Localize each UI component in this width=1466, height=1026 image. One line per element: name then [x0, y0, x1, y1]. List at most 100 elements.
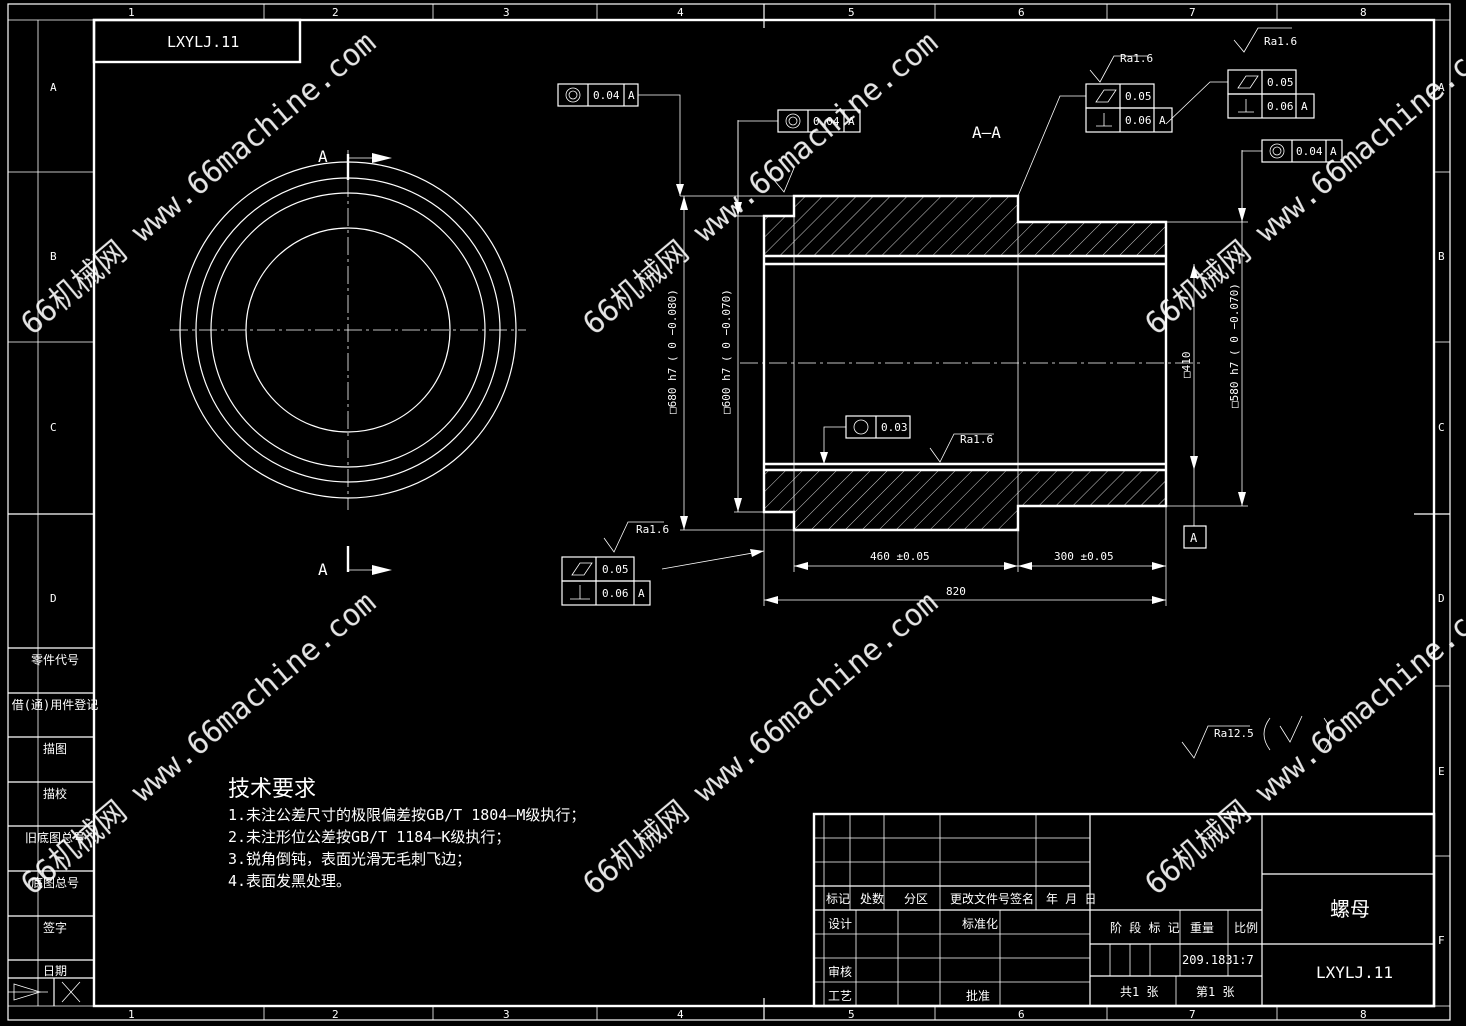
- roughness-icon: [1233, 27, 1292, 53]
- gdt-conc-tl-ref: A: [628, 89, 635, 102]
- side-tracing: 描图: [43, 742, 67, 756]
- tb-zone: 分区: [904, 892, 928, 906]
- dim-600-tol: ( 0 −0.070): [720, 289, 733, 362]
- circularity-icon: [853, 419, 869, 435]
- tech-note-4: 4.表面发黑处理。: [228, 872, 351, 890]
- flatness-icon: [571, 562, 593, 576]
- perpendicularity-icon: [1096, 113, 1112, 127]
- grid-bottom-4: 4: [677, 1008, 684, 1021]
- tb-scale-val: 1:7: [1232, 953, 1254, 967]
- tb-stage: 阶 段 标 记: [1110, 920, 1180, 935]
- gdt-perp-m-ref: A: [1159, 114, 1166, 127]
- grid-bottom-1: 1: [128, 1008, 135, 1021]
- dim-300: 300 ±0.05: [1054, 550, 1114, 563]
- hatch-bottom: [764, 470, 1166, 530]
- tb-date: 年 月 日: [1046, 892, 1096, 906]
- grid-left-d: D: [50, 592, 57, 605]
- side-date: 日期: [43, 964, 67, 978]
- side-trace-check: 描校: [43, 786, 67, 801]
- rough-r3: Ra1.6: [960, 433, 993, 446]
- rough-r2: Ra1.6: [1264, 35, 1297, 48]
- datum-a: A: [1183, 470, 1207, 549]
- side-old-base-no: 旧底图总号: [25, 830, 85, 845]
- side-table: [8, 647, 94, 1006]
- drawing-number-box: LXYLJ.11: [92, 18, 302, 64]
- section-title: A—A: [972, 123, 1001, 142]
- grid-bottom-7: 7: [1189, 1008, 1196, 1021]
- rough-r1: Ra1.6: [1120, 52, 1153, 65]
- datum-a-label: A: [1190, 531, 1198, 545]
- grid-top-6: 6: [1018, 6, 1025, 19]
- tb-design: 设计: [828, 917, 852, 931]
- tech-requirements: 技术要求 1.未注公差尺寸的极限偏差按GB/T 1804—M级执行； 2.未注形…: [228, 777, 585, 890]
- watermark-1: 66机械网 www.66machine.com: [15, 25, 383, 342]
- gdt-conc-tr: 0.04: [1296, 145, 1323, 158]
- gdt-perp-r-ref: A: [1301, 100, 1308, 113]
- tb-review: 审核: [828, 964, 852, 979]
- dim-820: 820: [946, 585, 966, 598]
- tb-approve: 批准: [966, 988, 990, 1003]
- dim-580-tol: ( 0 −0.070): [1228, 283, 1241, 356]
- grid-right-d: D: [1438, 592, 1445, 605]
- flatness-icon: [1237, 75, 1259, 89]
- cut-mark-top: A: [318, 147, 328, 166]
- grid-labels: 1 2 3 4 5 6 7 8 1 2 3 4 5 6 7 8 A B C D …: [50, 6, 1445, 1021]
- grid-left-c: C: [50, 421, 57, 434]
- roughness-icon: [1181, 725, 1250, 759]
- grid-top-5: 5: [848, 6, 855, 19]
- tech-note-2: 2.未注形位公差按GB/T 1184—K级执行；: [228, 828, 510, 846]
- gdt-frames: 0.04 A 0.04 A 0.04 A 0.03: [557, 69, 1343, 606]
- dimension-labels: □680 h7 ( 0 −0.080) □600 h7 ( 0 −0.070) …: [666, 283, 1241, 598]
- roughness-icon: [603, 521, 664, 553]
- tb-total: 共1 张: [1120, 985, 1158, 999]
- gdt-conc-tm: 0.04: [813, 115, 840, 128]
- tb-count: 处数: [860, 891, 884, 906]
- section-view: A—A: [740, 123, 1200, 532]
- side-part-code: 零件代号: [31, 653, 79, 667]
- gdt-perp-m: 0.06: [1125, 114, 1152, 127]
- gdt-conc-tm-ref: A: [848, 115, 855, 128]
- grid-right-c: C: [1438, 421, 1445, 434]
- grid-bottom-6: 6: [1018, 1008, 1025, 1021]
- end-view: A A: [170, 147, 526, 579]
- roughness-icon: [1089, 55, 1148, 83]
- grid-right-b: B: [1438, 250, 1445, 263]
- side-signature: 签字: [43, 920, 67, 935]
- grid-top-1: 1: [128, 6, 135, 19]
- gdt-circ: 0.03: [881, 421, 908, 434]
- cut-mark-bottom: A: [318, 560, 328, 579]
- tb-doc: 更改文件号: [950, 891, 1010, 906]
- gdt-perp-r: 0.06: [1267, 100, 1294, 113]
- concentricity-icon: [565, 87, 581, 103]
- gdt-perp-b: 0.06: [602, 587, 629, 600]
- hatch-top: [764, 196, 1166, 256]
- rough-r5: Ra12.5: [1214, 727, 1254, 740]
- tb-sign: 签名: [1010, 891, 1034, 906]
- gdt-flat-b: 0.05: [602, 563, 629, 576]
- rough-r4: Ra1.6: [636, 523, 669, 536]
- tb-scale: 比例: [1234, 921, 1258, 935]
- grid-bottom-5: 5: [848, 1008, 855, 1021]
- dim-680: □680 h7: [666, 368, 679, 414]
- side-table-labels: 零件代号 借(通)用件登记 描图 描校 旧底图总号 底图总号 签字 日期: [12, 653, 98, 978]
- watermark-6: 66机械网 www.66machine.com: [1139, 585, 1466, 902]
- grid-right-e: E: [1438, 765, 1445, 778]
- concentricity-icon: [785, 113, 801, 129]
- tb-sheet: 第1 张: [1196, 985, 1234, 999]
- concentricity-icon: [1269, 143, 1285, 159]
- title-block: [812, 812, 1436, 1008]
- grid-left-a: A: [50, 81, 57, 94]
- dim-580: □580 h7: [1228, 362, 1241, 408]
- roughness-icon: [773, 167, 795, 193]
- tb-standardize: 标准化: [962, 917, 998, 931]
- gdt-conc-tl: 0.04: [593, 89, 620, 102]
- tech-note-3: 3.锐角倒钝，表面光滑无毛刺飞边；: [228, 850, 471, 868]
- flatness-icon: [1095, 89, 1117, 103]
- side-base-no: 底图总号: [31, 875, 79, 890]
- grid-bottom-3: 3: [503, 1008, 510, 1021]
- tech-title: 技术要求: [228, 777, 316, 802]
- gdt-conc-tr-ref: A: [1330, 145, 1337, 158]
- perpendicularity-icon: [570, 585, 590, 600]
- tb-weight-val: 209.183: [1182, 953, 1233, 967]
